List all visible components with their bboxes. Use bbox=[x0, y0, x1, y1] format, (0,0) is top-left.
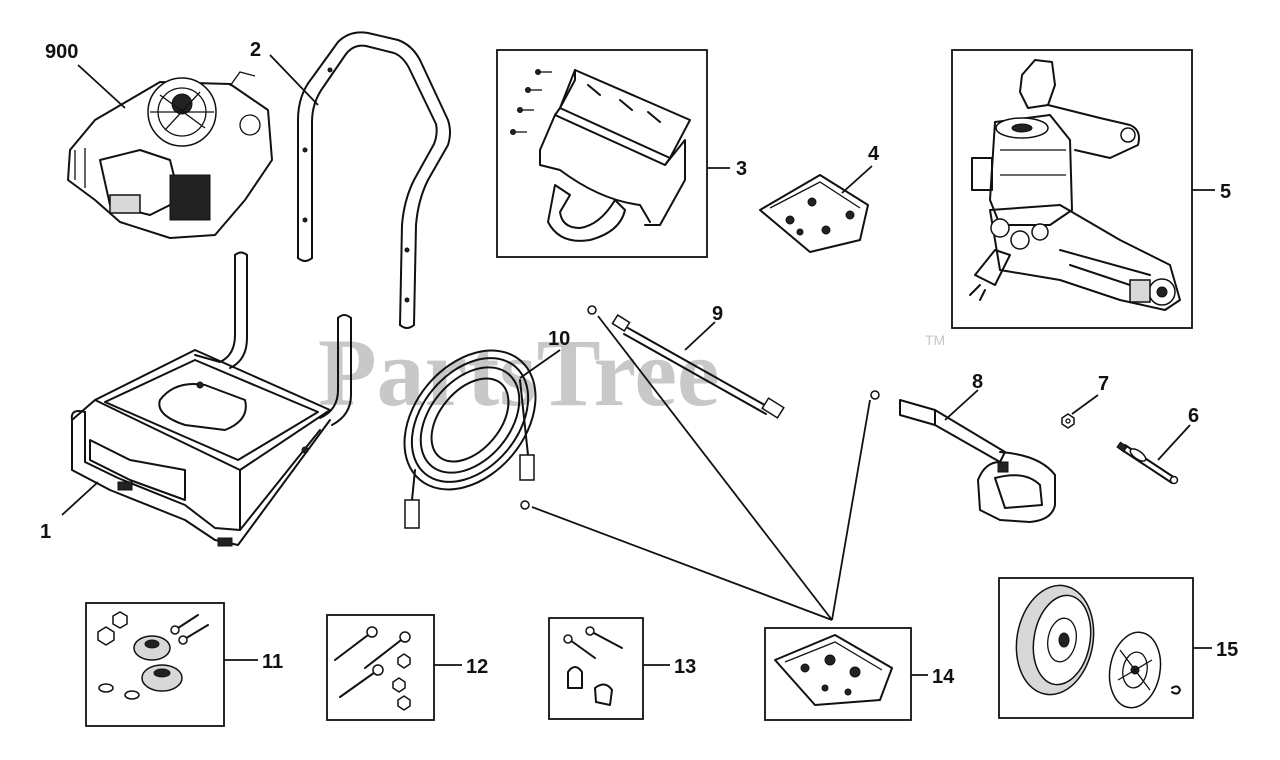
part-7-nut[interactable] bbox=[1061, 413, 1075, 429]
callout-4[interactable]: 4 bbox=[868, 143, 880, 165]
part-10-hose[interactable] bbox=[378, 325, 563, 529]
part-11-bushings[interactable] bbox=[97, 611, 209, 700]
leader-1 bbox=[61, 481, 99, 516]
callout-6[interactable]: 6 bbox=[1188, 405, 1199, 427]
part-5-pump[interactable] bbox=[969, 59, 1181, 311]
callout-11[interactable]: 11 bbox=[262, 651, 283, 673]
box-3-panel bbox=[496, 49, 708, 258]
leader-4 bbox=[841, 165, 873, 194]
callout-3[interactable]: 3 bbox=[736, 158, 747, 180]
watermark-trademark: TM bbox=[925, 332, 945, 348]
leader-9 bbox=[684, 321, 716, 351]
part-15-wheel[interactable] bbox=[1008, 579, 1181, 712]
box-5-pump bbox=[951, 49, 1193, 329]
box-13 bbox=[548, 617, 644, 720]
part-14-bag[interactable] bbox=[774, 634, 893, 706]
callout-12[interactable]: 12 bbox=[466, 656, 488, 678]
callout-15[interactable]: 15 bbox=[1216, 639, 1238, 661]
leader-6 bbox=[1157, 424, 1191, 461]
part-9-wand[interactable] bbox=[587, 305, 785, 419]
callout-5[interactable]: 5 bbox=[1220, 181, 1231, 203]
part-2-handle[interactable] bbox=[297, 31, 451, 329]
leader-8 bbox=[944, 389, 979, 421]
part-3-panel[interactable] bbox=[510, 69, 691, 242]
callout-13[interactable]: 13 bbox=[674, 656, 696, 678]
callout-14[interactable]: 14 bbox=[932, 666, 955, 688]
leader-2 bbox=[269, 54, 319, 106]
part-13-fasteners[interactable] bbox=[563, 626, 623, 706]
box-14 bbox=[764, 627, 912, 721]
box-12 bbox=[326, 614, 435, 721]
callout-7[interactable]: 7 bbox=[1098, 373, 1109, 395]
kit-14-leaders bbox=[531, 315, 871, 621]
callout-9[interactable]: 9 bbox=[712, 303, 723, 325]
part-900-engine[interactable] bbox=[67, 71, 273, 239]
callout-8[interactable]: 8 bbox=[972, 371, 983, 393]
callout-900[interactable]: 900 bbox=[45, 41, 78, 63]
part-12-bolts[interactable] bbox=[334, 626, 411, 711]
callout-2[interactable]: 2 bbox=[250, 39, 261, 61]
part-6-axle[interactable] bbox=[1116, 441, 1179, 485]
leader-900 bbox=[77, 64, 126, 109]
callout-1[interactable]: 1 bbox=[40, 521, 51, 543]
part-1-frame[interactable] bbox=[70, 251, 352, 547]
leader-7 bbox=[1071, 394, 1099, 415]
part-8-spray-gun[interactable] bbox=[870, 390, 1056, 523]
part-4-hardware-bag[interactable] bbox=[759, 174, 869, 253]
callout-10[interactable]: 10 bbox=[548, 328, 570, 350]
box-11 bbox=[85, 602, 225, 727]
leader-10 bbox=[519, 349, 561, 379]
